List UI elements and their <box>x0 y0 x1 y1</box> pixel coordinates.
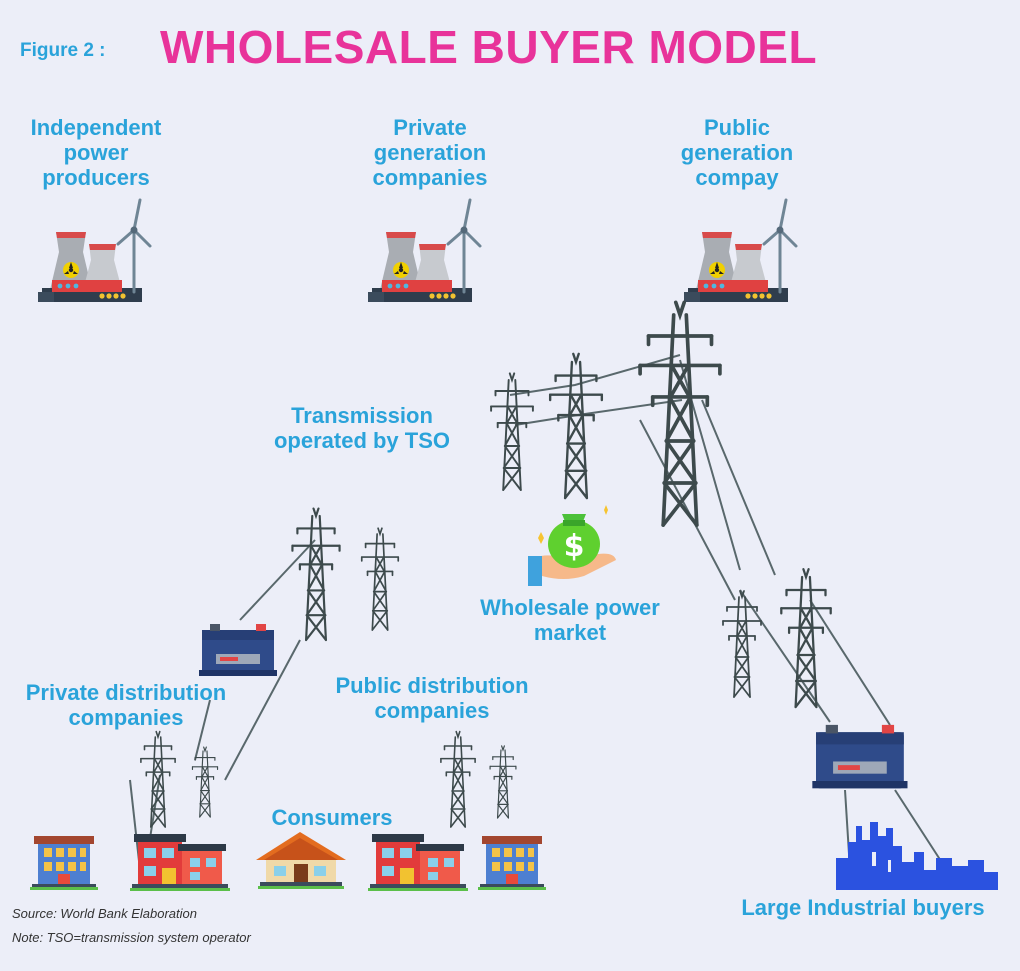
building-icon <box>478 836 546 890</box>
svg-text:$: $ <box>564 529 585 564</box>
cottage-icon <box>256 832 346 889</box>
tso-note: Note: TSO=transmission system operator <box>12 930 251 945</box>
transmission-tower-icon <box>360 527 400 631</box>
factory-skyline-icon <box>836 822 998 890</box>
building-icon <box>30 836 98 890</box>
house-icon <box>368 834 468 891</box>
private-generation-label: Private generation companies <box>372 115 488 190</box>
transmission-tower-icon <box>191 746 219 818</box>
power-plant-icon <box>682 198 798 304</box>
transmission-tower-icon <box>489 745 517 819</box>
figure-label: Figure 2 : <box>20 40 106 61</box>
transmission-tower-icon <box>140 730 176 828</box>
house-icon <box>130 834 230 891</box>
battery-icon <box>812 724 908 789</box>
wholesale-market-label: Wholesale power market <box>480 595 660 645</box>
transmission-label: Transmission operated by TSO <box>273 403 451 453</box>
transmission-tower-icon <box>440 730 476 828</box>
power-plant-icon <box>366 198 482 304</box>
private-distribution-label: Private distribution companies <box>25 680 227 730</box>
battery-icon <box>199 624 277 676</box>
power-plant-icon <box>36 198 152 304</box>
public-distribution-label: Public distribution companies <box>335 673 529 723</box>
industrial-buyers-label: Large Industrial buyers <box>741 895 985 920</box>
diagram-title: WHOLESALE BUYER MODEL <box>160 21 818 73</box>
public-generation-label: Public generation compay <box>680 115 794 190</box>
consumers-label: Consumers <box>271 805 393 830</box>
ipp-label: Independent power producers <box>30 115 162 190</box>
source-note: Source: World Bank Elaboration <box>12 906 197 921</box>
transmission-tower-icon <box>548 352 604 500</box>
transmission-tower-icon <box>722 590 762 698</box>
transmission-tower-icon <box>490 372 534 491</box>
transmission-tower-icon <box>291 507 341 642</box>
money-bag-hand-icon: $ <box>528 505 616 586</box>
